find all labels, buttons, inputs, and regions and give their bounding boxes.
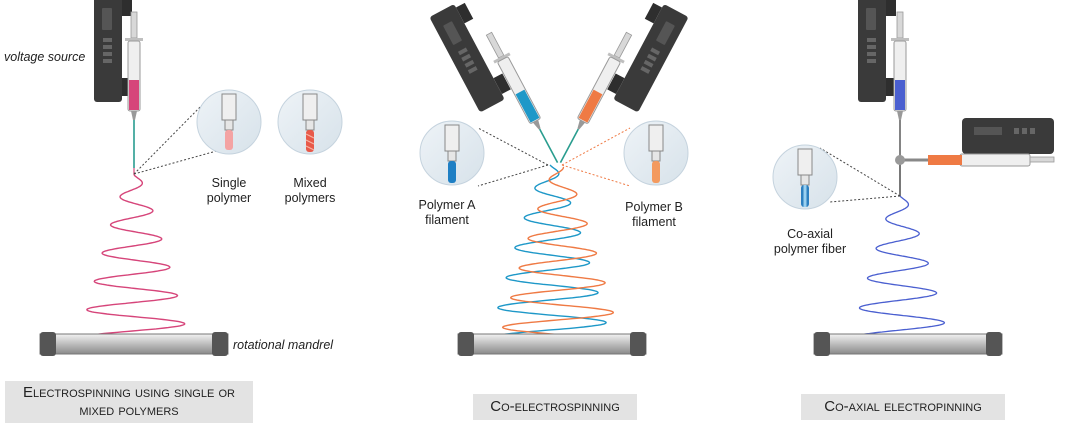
syringe-3b xyxy=(895,153,1055,167)
single-polymer-label: Single polymer xyxy=(206,176,252,205)
zoom-circle-polymer-b xyxy=(623,120,689,186)
rotational-mandrel-1 xyxy=(39,332,229,356)
caption-single-mixed: Electrospinning using single or mixed po… xyxy=(5,381,253,423)
syringe-pump-3a xyxy=(858,0,896,102)
blue-fiber-coil xyxy=(489,164,607,346)
syringe-2a xyxy=(485,31,559,164)
zoom-circle-mixed xyxy=(277,89,343,155)
pink-fiber-coil xyxy=(79,174,186,346)
zoom-circle-polymer-a xyxy=(419,120,485,186)
caption-co-electrospinning: Co-electrospinning xyxy=(473,394,637,420)
rotational-mandrel-2 xyxy=(457,332,647,356)
panel-single-mixed xyxy=(39,0,343,356)
caption-co-axial: Co-axial electropinning xyxy=(801,394,1005,420)
zoom-circle-single xyxy=(196,89,262,155)
syringe-1 xyxy=(125,11,143,168)
mixed-polymers-label: Mixed polymers xyxy=(284,176,336,205)
rotational-mandrel-label: rotational mandrel xyxy=(233,338,334,352)
coaxial-fiber-coil xyxy=(851,195,946,346)
syringe-2b xyxy=(559,31,633,164)
polymer-a-label: Polymer A filament xyxy=(418,198,476,227)
syringe-pump-1 xyxy=(94,0,132,102)
zoom-circle-coaxial xyxy=(772,144,838,210)
polymer-b-label: Polymer B filament xyxy=(625,200,683,229)
syringe-pump-3b xyxy=(962,118,1054,154)
panel-co-electrospinning xyxy=(419,0,689,356)
coaxial-fiber-label: Co-axial polymer fiber xyxy=(773,227,847,256)
orange-fiber-coil xyxy=(501,166,622,346)
rotational-mandrel-3 xyxy=(813,332,1003,356)
panel-co-axial xyxy=(772,0,1055,356)
voltage-source-label: voltage source xyxy=(4,50,86,64)
